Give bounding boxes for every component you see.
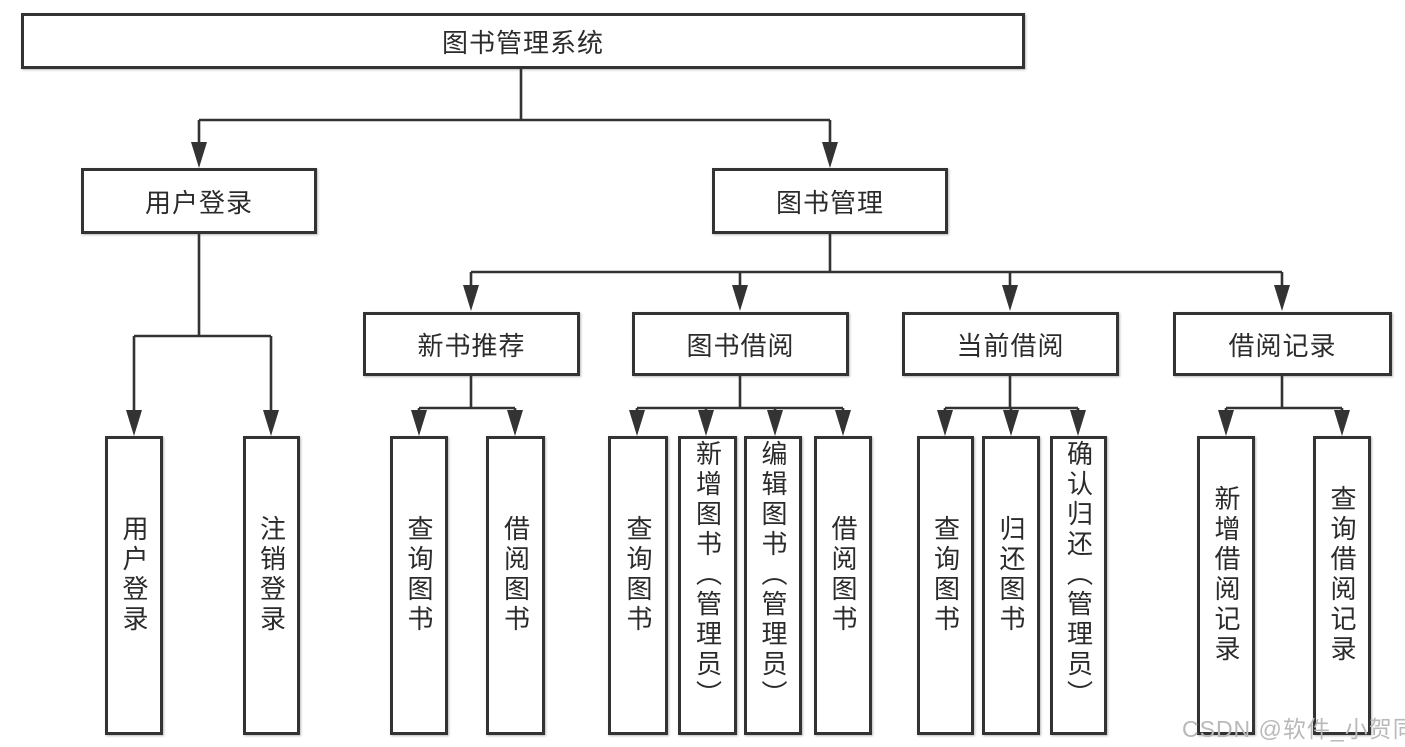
leaf-user-login: 用户登录 xyxy=(105,436,163,735)
leaf-edit-book-admin: 编辑图书（管理员） xyxy=(744,436,802,735)
node-user-login: 用户登录 xyxy=(81,168,317,234)
node-current-borrow: 当前借阅 xyxy=(902,312,1119,376)
leaf-edit-book-admin-label: 编辑图书（管理员） xyxy=(758,439,788,710)
leaf-query-books-borrow-label: 查询图书 xyxy=(623,514,653,635)
leaf-query-borrow-record-label: 查询借阅记录 xyxy=(1327,484,1357,665)
leaf-borrow-books-borrow-label: 借阅图书 xyxy=(828,514,858,635)
leaf-add-book-admin: 新增图书（管理员） xyxy=(678,436,737,735)
arrowheads xyxy=(126,142,1350,436)
leaf-add-borrow-record-label: 新增借阅记录 xyxy=(1211,484,1241,665)
leaf-query-books-current: 查询图书 xyxy=(917,436,974,735)
leaf-user-login-label: 用户登录 xyxy=(119,514,149,635)
leaf-confirm-return-admin-label: 确认归还（管理员） xyxy=(1063,439,1094,710)
leaf-logout-label: 注销登录 xyxy=(256,514,287,635)
node-book-borrow: 图书借阅 xyxy=(632,312,849,376)
leaf-query-books-current-label: 查询图书 xyxy=(930,514,961,635)
leaf-add-book-admin-label: 新增图书（管理员） xyxy=(692,439,723,710)
node-new-book-recommend: 新书推荐 xyxy=(363,312,580,376)
leaf-logout: 注销登录 xyxy=(243,436,300,735)
watermark-text: CSDN @软件_小贺同学 xyxy=(1182,716,1405,742)
leaf-return-book: 归还图书 xyxy=(982,436,1040,735)
leaf-borrow-books-recommend-label: 借阅图书 xyxy=(500,514,531,635)
leaf-add-borrow-record: 新增借阅记录 xyxy=(1197,436,1255,735)
node-borrow-records: 借阅记录 xyxy=(1173,312,1392,376)
leaf-return-book-label: 归还图书 xyxy=(996,514,1026,635)
node-book-management: 图书管理 xyxy=(712,168,948,234)
leaf-query-books-borrow: 查询图书 xyxy=(608,436,668,735)
node-root: 图书管理系统 xyxy=(21,13,1025,69)
leaf-borrow-books-borrow: 借阅图书 xyxy=(814,436,872,735)
leaf-query-books-recommend: 查询图书 xyxy=(390,436,448,735)
leaf-query-books-recommend-label: 查询图书 xyxy=(404,514,434,635)
leaf-borrow-books-recommend: 借阅图书 xyxy=(486,436,545,735)
leaf-query-borrow-record: 查询借阅记录 xyxy=(1313,436,1371,735)
leaf-confirm-return-admin: 确认归还（管理员） xyxy=(1050,436,1107,735)
